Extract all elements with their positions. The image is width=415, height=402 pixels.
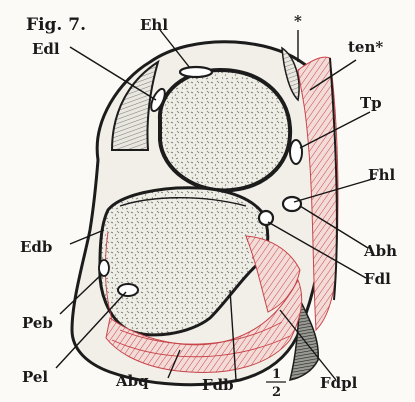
label-edl: Edl bbox=[32, 40, 60, 58]
label-fhl: Fhl bbox=[368, 166, 396, 184]
peb-tendon bbox=[99, 260, 109, 276]
label-edb: Edb bbox=[20, 238, 52, 256]
pel-tendon bbox=[118, 284, 138, 296]
label-abq: Abq bbox=[115, 372, 149, 390]
label-asterisk: * bbox=[294, 12, 302, 30]
label-tp: Tp bbox=[360, 94, 382, 112]
label-ten-star: ten* bbox=[348, 38, 383, 56]
label-fdb: Fdb bbox=[202, 376, 234, 394]
scale-denominator: 2 bbox=[272, 385, 281, 400]
fhl-tendon bbox=[283, 197, 301, 211]
label-pel: Pel bbox=[22, 368, 48, 386]
talus-bone bbox=[160, 70, 290, 190]
label-ehl: Ehl bbox=[140, 16, 168, 34]
figure-title: Fig. 7. bbox=[26, 15, 86, 35]
tp-tendon bbox=[290, 140, 302, 164]
ehl-tendon bbox=[180, 67, 212, 77]
label-fdpl: Fdpl bbox=[320, 374, 358, 392]
label-peb: Peb bbox=[22, 314, 53, 332]
label-fdl: Fdl bbox=[364, 270, 391, 288]
label-abh: Abh bbox=[363, 242, 397, 260]
scale-numerator: 1 bbox=[272, 367, 281, 382]
